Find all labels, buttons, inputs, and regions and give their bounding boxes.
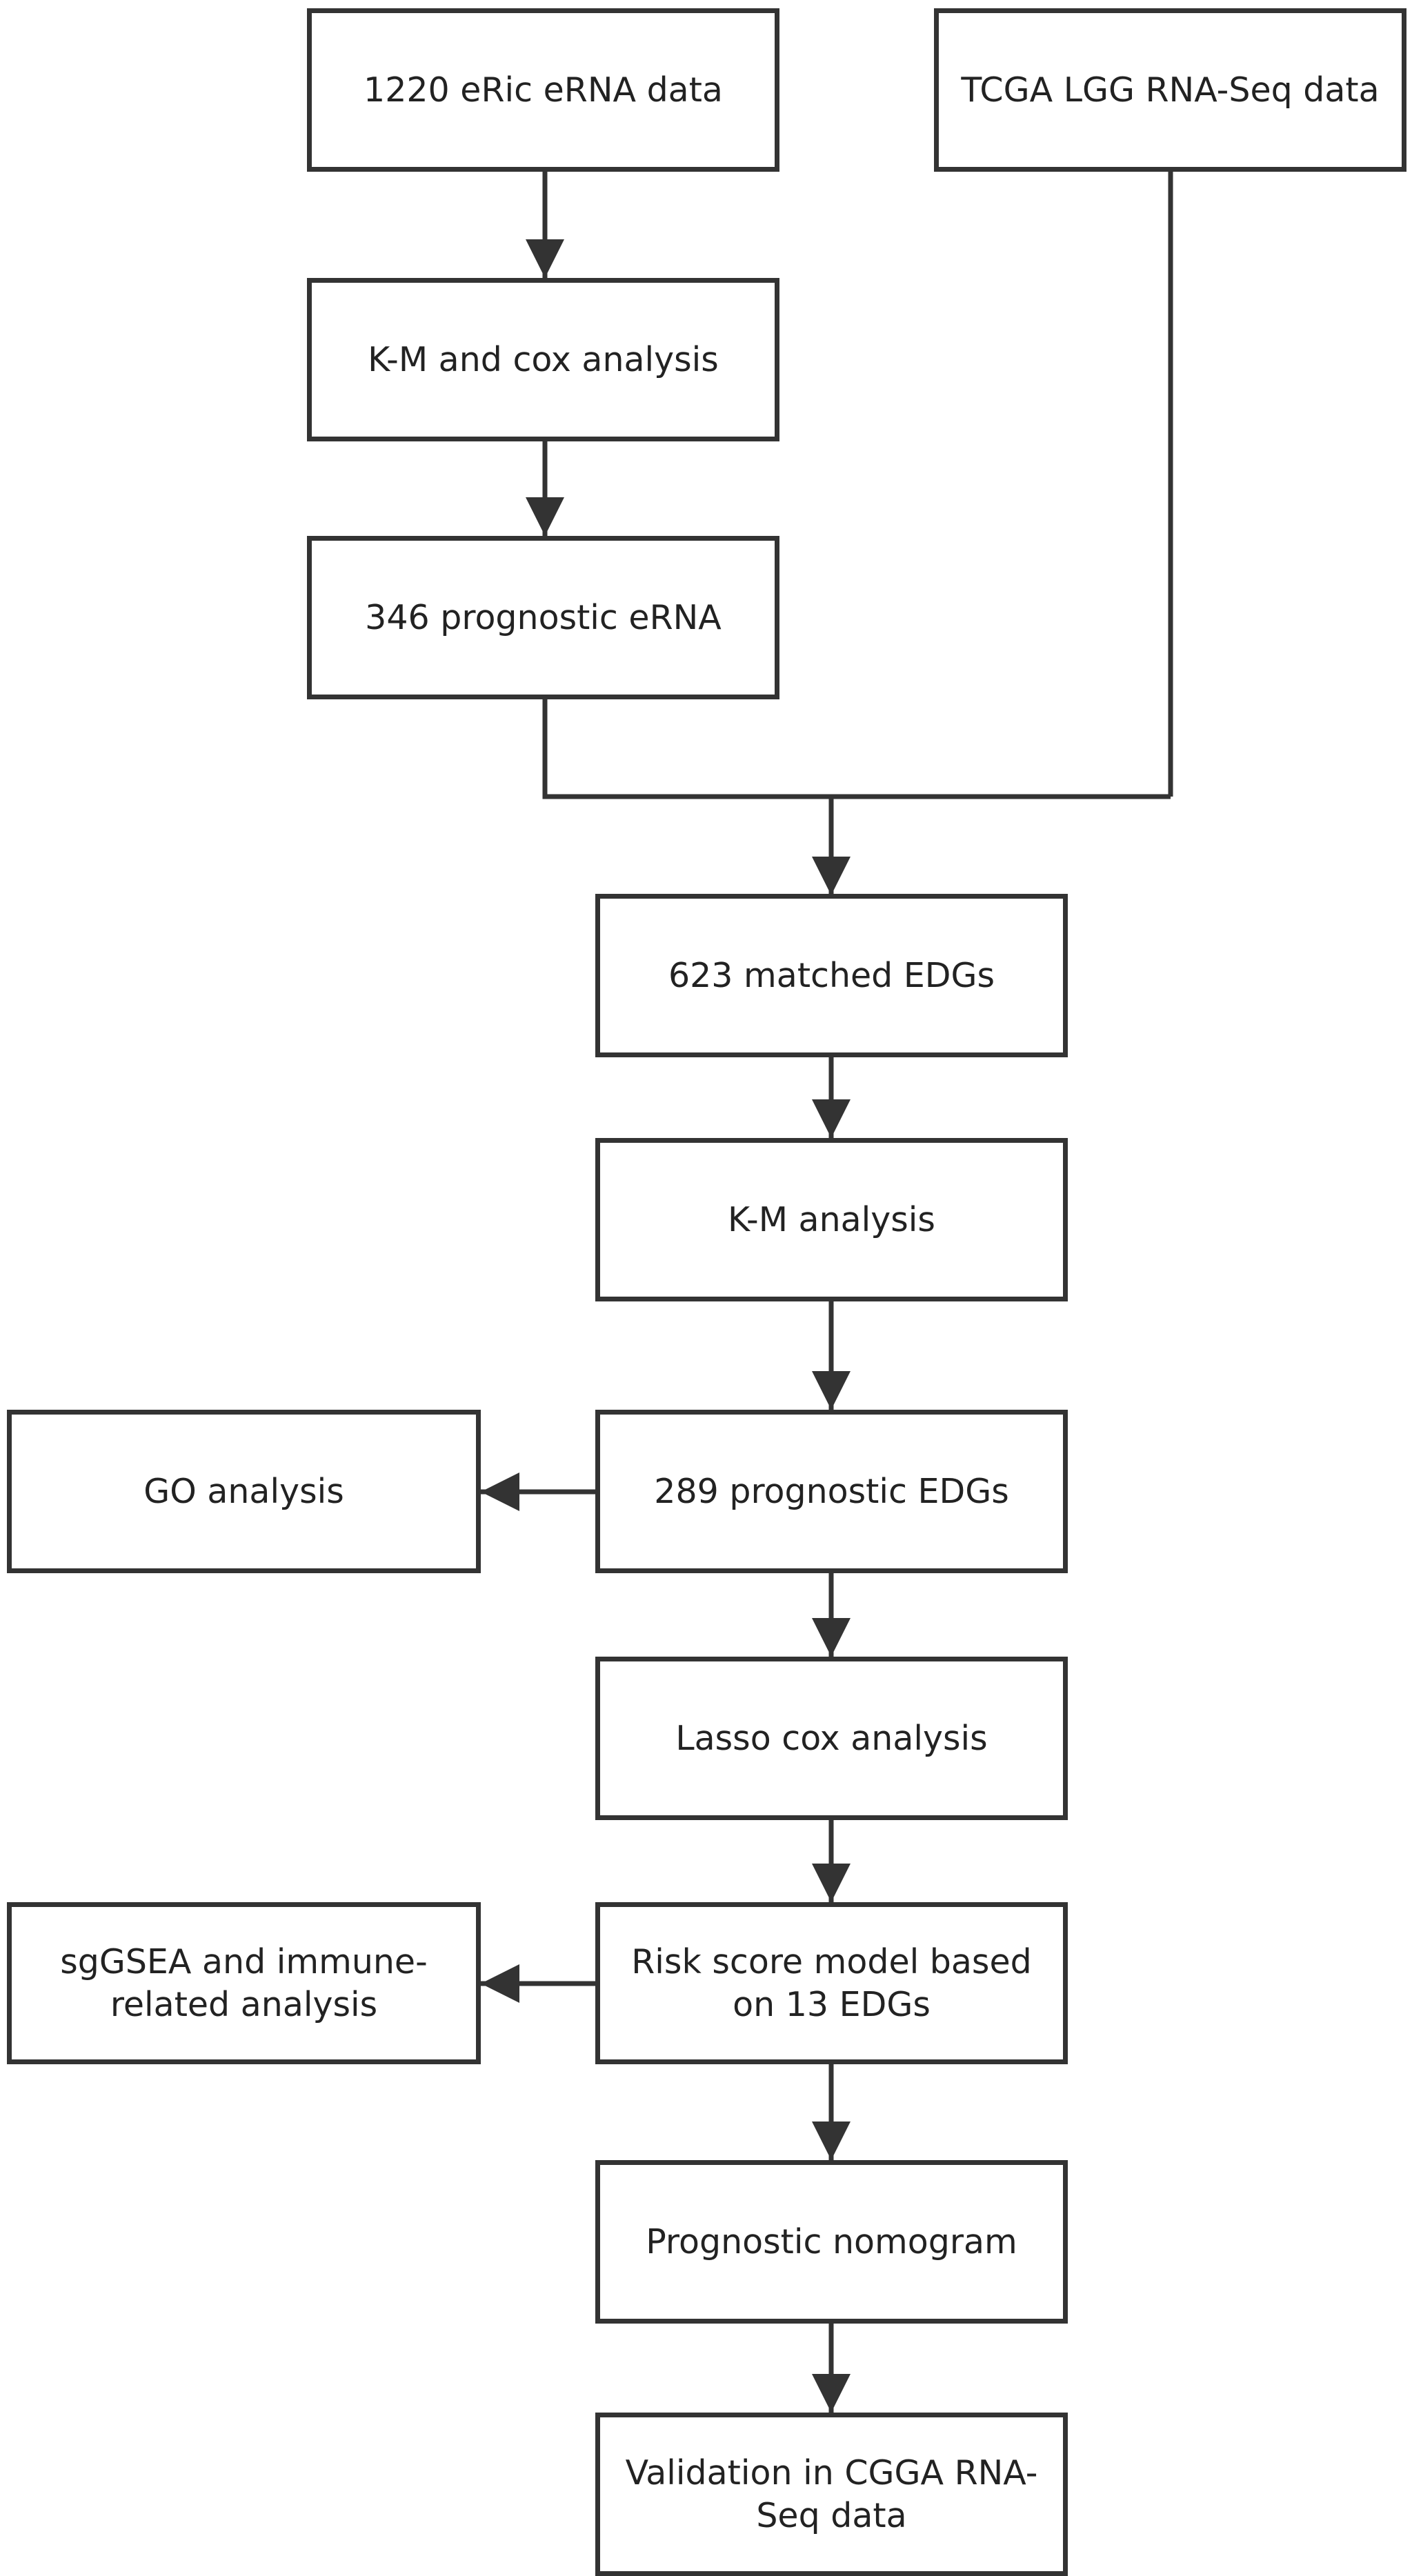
node-sggsea-label-line2: related analysis [110, 1984, 378, 2024]
node-eric-data-label: 1220 eRic eRNA data [364, 70, 723, 110]
node-validation-label: Validation in CGGA RNA- Seq data [626, 2452, 1038, 2537]
node-validation: Validation in CGGA RNA- Seq data [595, 2413, 1068, 2576]
node-prognostic-edgs: 289 prognostic EDGs [595, 1410, 1068, 1573]
node-go-analysis: GO analysis [7, 1410, 481, 1573]
node-risk-score: Risk score model based on 13 EDGs [595, 1902, 1068, 2064]
node-sggsea: sgGSEA and immune- related analysis [7, 1902, 481, 2064]
node-tcga-data-label: TCGA LGG RNA-Seq data [961, 70, 1380, 110]
node-validation-label-line1: Validation in CGGA RNA- [625, 2453, 1038, 2493]
node-km-cox-label: K-M and cox analysis [368, 339, 719, 379]
node-km-analysis-label: K-M analysis [728, 1199, 935, 1239]
node-risk-score-label-line1: Risk score model based [631, 1941, 1032, 1981]
node-validation-label-line2: Seq data [756, 2495, 907, 2535]
node-risk-score-label-line2: on 13 EDGs [733, 1984, 931, 2024]
node-go-analysis-label: GO analysis [143, 1471, 344, 1511]
node-prognostic-edgs-label: 289 prognostic EDGs [654, 1471, 1009, 1511]
node-prognostic-erna-label: 346 prognostic eRNA [365, 597, 722, 637]
node-sggsea-label-line1: sgGSEA and immune- [60, 1941, 428, 1981]
node-lasso-cox-label: Lasso cox analysis [675, 1718, 988, 1758]
node-lasso-cox: Lasso cox analysis [595, 1657, 1068, 1820]
node-prognostic-erna: 346 prognostic eRNA [307, 536, 779, 699]
node-tcga-data: TCGA LGG RNA-Seq data [934, 8, 1406, 172]
node-nomogram: Prognostic nomogram [595, 2160, 1068, 2324]
node-matched-edgs-label: 623 matched EDGs [668, 955, 995, 995]
node-eric-data: 1220 eRic eRNA data [307, 8, 779, 172]
connector-erna-to-merge [542, 699, 1171, 799]
node-km-analysis: K-M analysis [595, 1138, 1068, 1301]
node-risk-score-label: Risk score model based on 13 EDGs [631, 1941, 1031, 2026]
node-nomogram-label: Prognostic nomogram [646, 2221, 1017, 2262]
node-matched-edgs: 623 matched EDGs [595, 894, 1068, 1057]
node-sggsea-label: sgGSEA and immune- related analysis [60, 1941, 428, 2026]
node-km-cox: K-M and cox analysis [307, 278, 779, 441]
